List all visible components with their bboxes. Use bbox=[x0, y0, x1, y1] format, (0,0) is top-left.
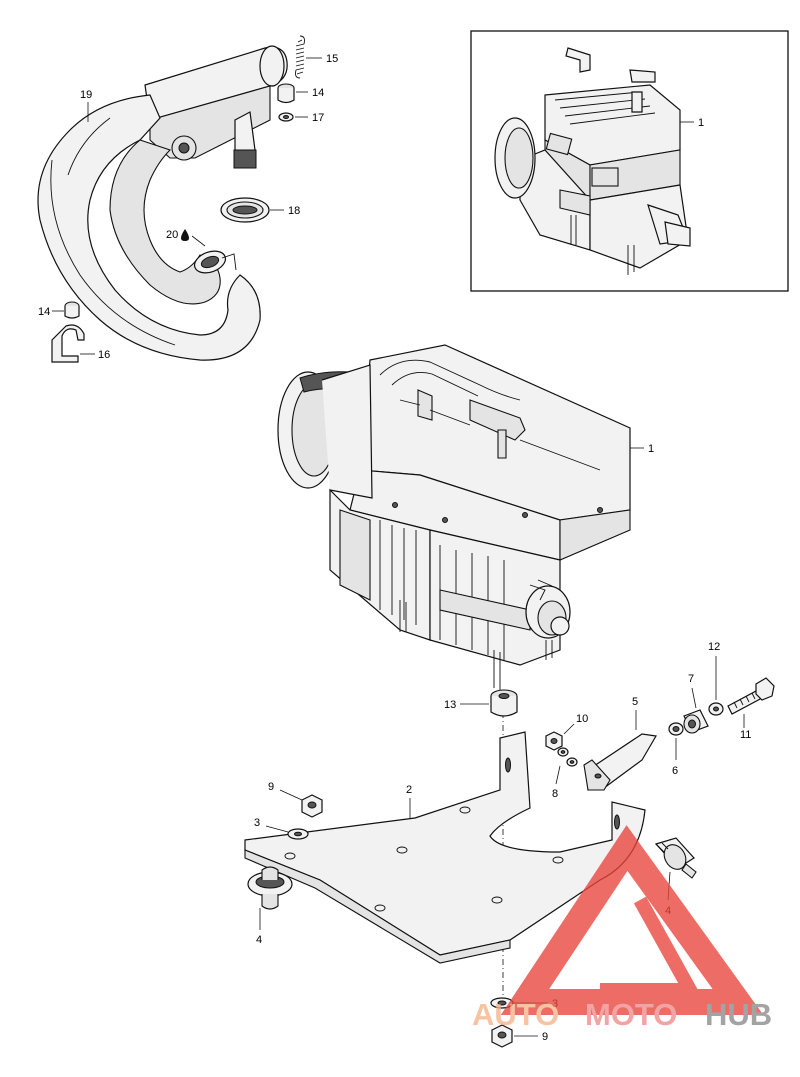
washer-12 bbox=[708, 702, 724, 716]
callout-number: 9 bbox=[268, 781, 274, 793]
callout-number: 6 bbox=[672, 765, 678, 777]
callout-number: 7 bbox=[688, 673, 694, 685]
grommet-14-top bbox=[277, 83, 295, 104]
callout-number: 1 bbox=[648, 443, 654, 455]
mount-4-right bbox=[654, 837, 697, 879]
callout-rubber-block: 13 bbox=[444, 699, 489, 711]
callout-number: 17 bbox=[312, 112, 324, 124]
callout-mount-left: 4 bbox=[256, 908, 262, 946]
callout-number: 9 bbox=[542, 1031, 548, 1043]
callout-number: 11 bbox=[740, 729, 751, 741]
grommet-14-left bbox=[64, 301, 80, 319]
washer-3-left bbox=[287, 828, 309, 840]
callout-number: 3 bbox=[254, 817, 260, 829]
callout-clip: 16 bbox=[80, 349, 110, 361]
callout-spring: 15 bbox=[306, 53, 338, 65]
callout-number: 10 bbox=[576, 713, 588, 725]
callout-engine: 1 bbox=[630, 443, 654, 455]
inset-engine-illustration bbox=[494, 47, 691, 275]
callout-sealant: 20 bbox=[166, 229, 206, 247]
logo-text-moto: MOTO bbox=[585, 997, 677, 1032]
clip-16 bbox=[51, 324, 85, 363]
spacer-6 bbox=[668, 722, 684, 736]
callout-bracket: 5 bbox=[632, 696, 638, 730]
nut-10 bbox=[545, 731, 563, 751]
engine-illustration bbox=[277, 344, 631, 690]
callout-spacer: 6 bbox=[672, 738, 678, 777]
callout-inset-engine: 1 bbox=[680, 117, 704, 129]
callout-number: 15 bbox=[326, 53, 338, 65]
nut-9-bottom bbox=[491, 1024, 513, 1048]
callout-number: 16 bbox=[98, 349, 110, 361]
callout-number: 4 bbox=[256, 934, 262, 946]
watermark-logo: AUTO MOTO HUB bbox=[472, 825, 772, 1032]
callout-exhaust-pipe: 19 bbox=[80, 89, 92, 122]
callout-number: 8 bbox=[552, 788, 558, 800]
bracket-5 bbox=[583, 733, 657, 791]
callout-number: 13 bbox=[444, 699, 456, 711]
rubber-block-13 bbox=[490, 689, 518, 717]
callout-washer-bolt: 12 bbox=[708, 641, 720, 700]
exhaust-pipe-illustration bbox=[37, 45, 288, 361]
callout-number: 1 bbox=[698, 117, 704, 129]
lock-washer-8 bbox=[557, 747, 578, 767]
logo-text-hub: HUB bbox=[705, 997, 772, 1032]
callout-bushing: 7 bbox=[688, 673, 697, 709]
callout-number: 5 bbox=[632, 696, 638, 708]
callout-seal-ring: 18 bbox=[270, 205, 300, 217]
spring-15 bbox=[295, 35, 305, 79]
washer-17 bbox=[278, 112, 294, 122]
drop-icon bbox=[181, 229, 189, 241]
callout-grommet-top: 14 bbox=[296, 87, 324, 99]
callout-nut-bottom: 9 bbox=[514, 1031, 548, 1043]
mount-4-left bbox=[247, 866, 293, 910]
callout-nut-flange: 10 bbox=[563, 713, 588, 735]
callout-bolt: 11 bbox=[740, 714, 751, 741]
callout-number: 18 bbox=[288, 205, 300, 217]
logo-triangle-icon bbox=[500, 825, 764, 1015]
bushing-7 bbox=[683, 709, 709, 734]
logo-text-auto: AUTO bbox=[472, 997, 559, 1032]
callout-number: 20 bbox=[166, 229, 178, 241]
seal-ring-18 bbox=[220, 197, 270, 223]
callout-number: 19 bbox=[80, 89, 92, 101]
callout-number: 14 bbox=[312, 87, 324, 99]
bolt-11 bbox=[727, 677, 775, 715]
callout-number: 14 bbox=[38, 306, 50, 318]
callout-washer-left: 3 bbox=[254, 817, 289, 833]
callout-grommet-left: 14 bbox=[38, 306, 64, 318]
callout-washer-top: 17 bbox=[295, 112, 324, 124]
callout-number: 2 bbox=[406, 784, 412, 796]
callout-nut-left: 9 bbox=[268, 781, 303, 801]
nut-9-left bbox=[301, 794, 323, 818]
callout-skid-plate: 2 bbox=[406, 784, 412, 818]
callout-number: 12 bbox=[708, 641, 720, 653]
callout-lock-washer: 8 bbox=[552, 765, 561, 800]
